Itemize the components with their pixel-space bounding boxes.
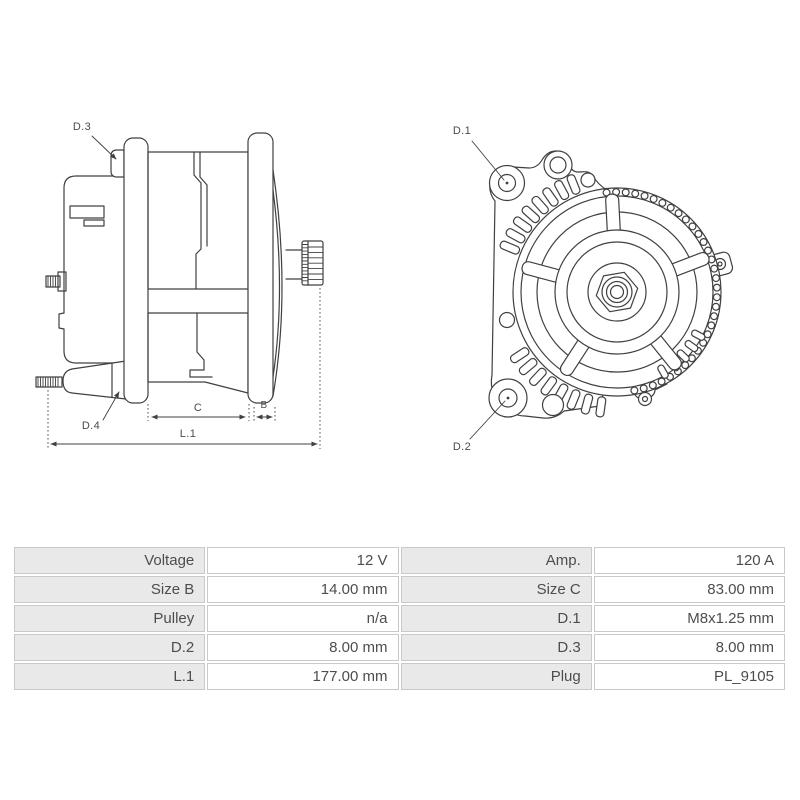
pulley-grooves <box>302 244 323 282</box>
joint-seam-2 <box>199 151 208 247</box>
rear-flange-bar <box>123 137 149 404</box>
spec-value: n/a <box>207 605 399 632</box>
bottom-lug <box>62 360 127 400</box>
spec-value: PL_9105 <box>593 663 785 690</box>
spec-label: L.1 <box>14 663 206 690</box>
spec-value: 8.00 mm <box>593 634 785 661</box>
lower-right-boss <box>637 391 653 407</box>
connector-slot-2 <box>83 219 105 227</box>
fan-spokes <box>521 193 710 377</box>
lower-hole <box>541 393 565 417</box>
lower-stud-threads <box>37 377 59 387</box>
leader-d3 <box>91 135 117 160</box>
pulley-hub <box>587 262 647 322</box>
lower-stud <box>35 376 63 388</box>
side-tab-hole-inner <box>717 261 723 267</box>
housing-notch <box>58 312 65 330</box>
pulley-face-mid <box>566 241 668 343</box>
dimension-guides <box>47 288 321 449</box>
spec-label: Size C <box>400 576 592 603</box>
mid-plate-hole <box>498 311 516 329</box>
bottom-mount-center <box>506 396 510 400</box>
connector-slot <box>69 205 105 219</box>
upper-boss-hole <box>549 156 567 174</box>
spec-label: D.2 <box>14 634 206 661</box>
dim-label-d4: D.4 <box>82 420 100 432</box>
front-bracket-bar <box>247 132 274 404</box>
dim-label-c: C <box>194 402 202 414</box>
spec-label: Voltage <box>14 547 206 574</box>
spec-row: D.2 8.00 mm D.3 8.00 mm <box>14 634 785 661</box>
front-bulge-inner <box>272 189 281 378</box>
spec-label: D.1 <box>400 605 592 632</box>
spec-value: 120 A <box>593 547 785 574</box>
shaft-center <box>609 284 625 300</box>
spec-row: Size B 14.00 mm Size C 83.00 mm <box>14 576 785 603</box>
shaft <box>285 249 303 280</box>
dim-label-d1: D.1 <box>453 125 471 137</box>
dim-label-d3: D.3 <box>73 121 91 133</box>
spec-label: Plug <box>400 663 592 690</box>
rear-housing-outline <box>63 175 125 364</box>
dim-label-l1: L.1 <box>180 428 197 440</box>
spec-label: Size B <box>14 576 206 603</box>
joint-seam-1 <box>193 151 202 290</box>
lower-right-boss-hole <box>641 395 649 403</box>
spec-value: 177.00 mm <box>207 663 399 690</box>
small-hole-top <box>580 172 596 188</box>
top-mount-center <box>505 181 509 185</box>
dim-label-b: B <box>260 400 267 411</box>
spec-value: 14.00 mm <box>207 576 399 603</box>
alternator-technical-drawing: D.3 D.4 C B L.1 <box>35 121 734 453</box>
terminal-stud <box>45 275 61 288</box>
terminal-stud-threads <box>47 276 59 287</box>
bracket-vent-slots <box>499 174 607 418</box>
leader-d2 <box>469 400 506 440</box>
spec-value: 12 V <box>207 547 399 574</box>
stator-lower <box>147 312 249 394</box>
spec-value: 8.00 mm <box>207 634 399 661</box>
spec-row: Pulley n/a D.1 M8x1.25 mm <box>14 605 785 632</box>
front-bulge-outer <box>272 169 283 397</box>
spec-label: Pulley <box>14 605 206 632</box>
spec-value: M8x1.25 mm <box>593 605 785 632</box>
top-ear <box>110 149 125 178</box>
leader-d4 <box>102 391 120 421</box>
spec-value: 83.00 mm <box>593 576 785 603</box>
spec-table: Voltage 12 V Amp. 120 A Size B 14.00 mm … <box>12 545 787 692</box>
spec-label: D.3 <box>400 634 592 661</box>
spec-row: L.1 177.00 mm Plug PL_9105 <box>14 663 785 690</box>
spec-row: Voltage 12 V Amp. 120 A <box>14 547 785 574</box>
leader-d1 <box>471 140 505 181</box>
shaft-ring <box>605 280 629 304</box>
terminal-collar <box>57 271 67 292</box>
stator-upper <box>147 151 249 290</box>
front-view-drawing: D.1 D.2 <box>453 125 734 453</box>
spec-label: Amp. <box>400 547 592 574</box>
joint-seam-3 <box>189 312 213 378</box>
side-view-drawing: D.3 D.4 C B L.1 <box>35 121 324 449</box>
dim-label-d2: D.2 <box>453 441 471 453</box>
